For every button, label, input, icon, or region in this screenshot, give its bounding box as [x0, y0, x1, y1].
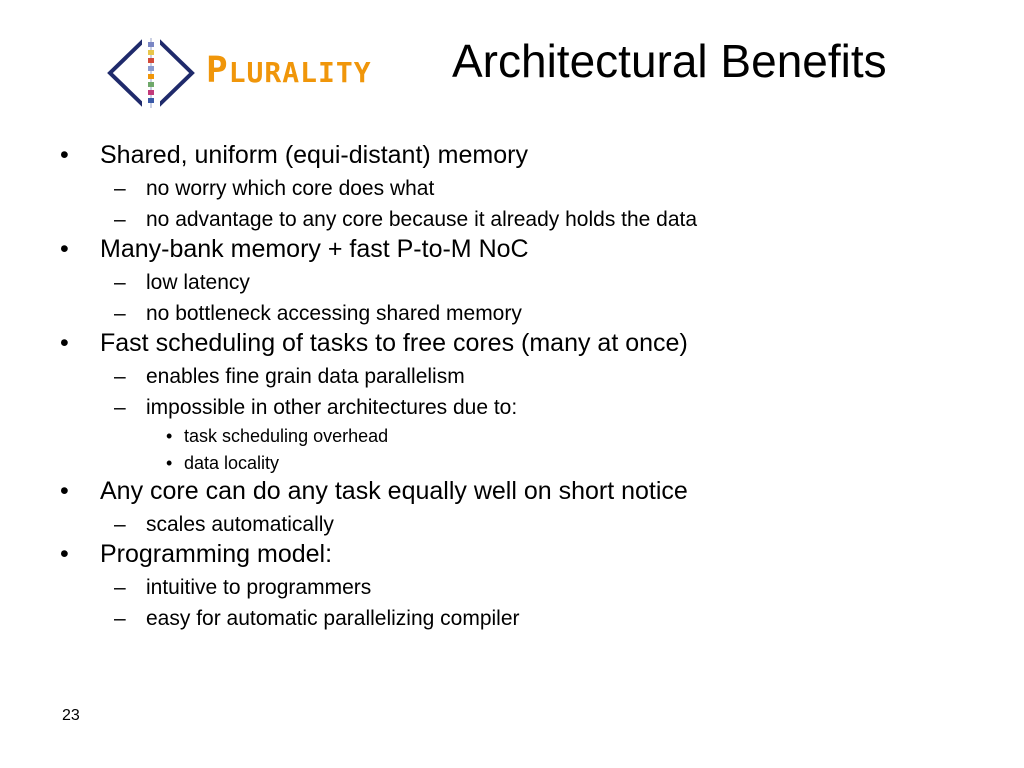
bullet-marker: –	[114, 302, 126, 325]
bullet-list: •Shared, uniform (equi-distant) memory–n…	[60, 138, 990, 631]
bullet-text: data locality	[184, 453, 280, 473]
bullet-level-2: –no advantage to any core because it alr…	[60, 207, 990, 232]
bullet-marker: •	[60, 329, 69, 357]
bullet-level-1: • Many-bank memory + fast P-to-M NoC	[60, 235, 990, 264]
bullet-text: easy for automatic parallelizing compile…	[146, 607, 520, 630]
bullet-level-1: • Programming model:	[60, 540, 990, 569]
bullet-level-2: –easy for automatic parallelizing compil…	[60, 606, 990, 631]
bullet-text: no worry which core does what	[146, 177, 435, 200]
bullet-text: Many-bank memory + fast P-to-M NoC	[100, 235, 529, 263]
bullet-marker: –	[114, 396, 126, 419]
bullet-level-1: • Fast scheduling of tasks to free cores …	[60, 329, 990, 358]
bullet-marker: –	[114, 607, 126, 630]
bullet-text: Programming model:	[100, 540, 333, 568]
bullet-text: enables fine grain data parallelism	[146, 365, 465, 388]
bullet-text: no bottleneck accessing shared memory	[146, 302, 522, 325]
bullet-level-1: • Any core can do any task equally well o…	[60, 477, 990, 506]
bullet-marker: •	[166, 453, 173, 473]
plurality-logo-icon	[107, 37, 195, 109]
bullet-text: impossible in other architectures due to…	[146, 396, 518, 419]
bullet-text: Any core can do any task equally well on…	[100, 477, 688, 505]
bullet-text: low latency	[146, 271, 250, 294]
bullet-text: Shared, uniform (equi-distant) memory	[100, 141, 528, 169]
brand-rest: LURALITY	[228, 56, 372, 89]
bullet-level-2: –low latency	[60, 270, 990, 295]
bullet-marker: •	[60, 540, 69, 568]
bullet-marker: •	[60, 477, 69, 505]
bullet-level-2: –impossible in other architectures due t…	[60, 395, 990, 420]
bullet-marker: –	[114, 576, 126, 599]
bullet-marker: •	[60, 141, 69, 169]
bullet-level-2: –scales automatically	[60, 512, 990, 537]
bullet-marker: –	[114, 365, 126, 388]
bullet-level-2: –enables fine grain data parallelism	[60, 364, 990, 389]
slide-title: Architectural Benefits	[452, 35, 887, 87]
bullet-level-2: –no bottleneck accessing shared memory	[60, 301, 990, 326]
slide-number: 23	[62, 707, 80, 724]
bullet-level-2: –no worry which core does what	[60, 176, 990, 201]
bullet-level-3: • data locality	[60, 453, 990, 474]
bullet-marker: •	[166, 426, 173, 446]
bullet-text: scales automatically	[146, 513, 334, 536]
brand-initial: P	[206, 50, 229, 91]
bullet-level-2: –intuitive to programmers	[60, 575, 990, 600]
bullet-level-3: • task scheduling overhead	[60, 426, 990, 447]
brand-wordmark: PLURALITY	[206, 50, 372, 91]
bullet-text: no advantage to any core because it alre…	[146, 208, 698, 231]
bullet-text: task scheduling overhead	[184, 426, 389, 446]
bullet-marker: •	[60, 235, 69, 263]
bullet-marker: –	[114, 513, 126, 536]
bullet-level-1: • Shared, uniform (equi-distant) memory	[60, 141, 990, 170]
bullet-text: intuitive to programmers	[146, 576, 372, 599]
bullet-text: Fast scheduling of tasks to free cores (…	[100, 329, 688, 357]
bullet-marker: –	[114, 208, 126, 231]
bullet-marker: –	[114, 271, 126, 294]
bullet-marker: –	[114, 177, 126, 200]
